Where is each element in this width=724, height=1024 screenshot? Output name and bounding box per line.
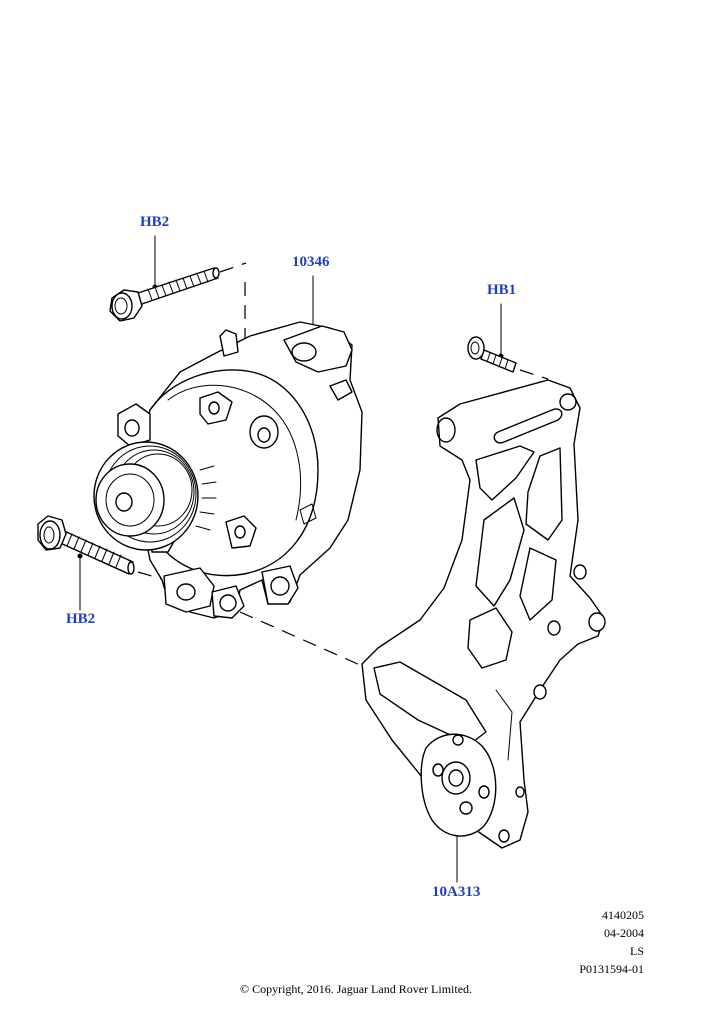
callout-bracket[interactable]: 10A313 [432,884,481,900]
alternator-bracket [361,379,606,849]
illustration-date: 04-2004 [604,926,644,940]
copyright-notice: © Copyright, 2016. Jaguar Land Rover Lim… [239,982,473,996]
bolt-hb1 [467,336,517,373]
alternator [93,321,363,619]
callout-bolt-hb2-left[interactable]: HB2 [66,611,96,627]
callout-bolt-hb2-top[interactable]: HB2 [140,214,170,230]
callout-alternator[interactable]: 10346 [292,254,330,270]
part-reference: P0131594-01 [579,962,644,976]
bolt-hb2-top [109,267,220,322]
illustration-number: 4140205 [602,908,644,922]
bolt-hb2-left [37,515,135,575]
callout-bolt-hb1[interactable]: HB1 [487,282,517,298]
illustration-code: LS [629,944,644,958]
